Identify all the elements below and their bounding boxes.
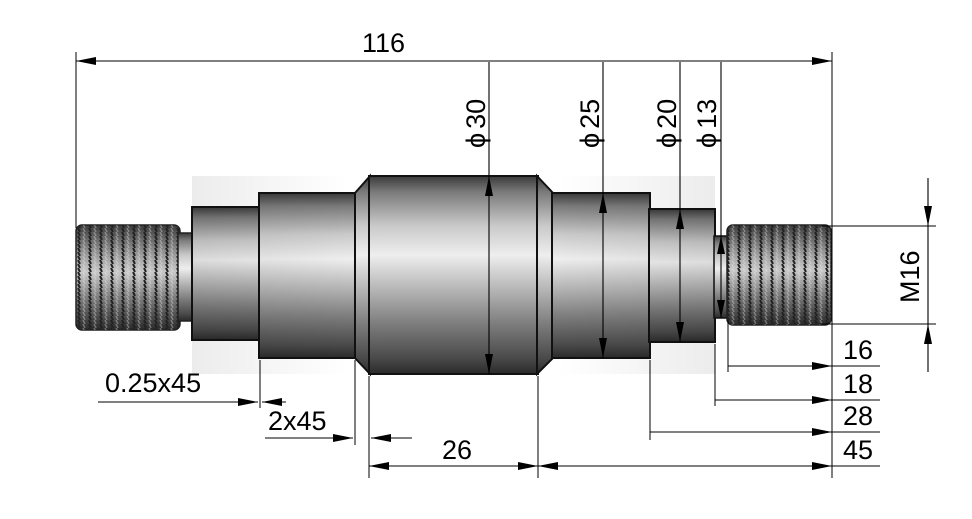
length-26-label: 26 [442,435,472,465]
d30-label: ϕ30 [461,99,491,148]
d25-label: ϕ25 [575,99,605,148]
thread-label: M16 [895,250,925,303]
dim-length-26: 26 [369,435,538,470]
right-length-16: 16 [843,335,873,365]
extension-lines [75,52,936,478]
dim-right-lengths: 16 18 28 45 [538,335,880,470]
dim-chamfer-large: 2x45 [265,406,412,442]
chamfer-small-label: 0.25x45 [105,368,201,398]
d13-label: ϕ13 [692,99,722,148]
dim-d25: ϕ25 [575,62,607,358]
dim-d13: ϕ13 [692,62,725,318]
dim-thread: M16 [895,178,932,372]
right-length-28: 28 [843,401,873,431]
dim-d30: ϕ30 [461,62,493,374]
right-length-45: 45 [843,435,873,465]
dim-overall: 116 [76,28,832,65]
overall-length-label: 116 [362,28,405,58]
right-length-18: 18 [843,369,873,399]
d20-label: ϕ20 [652,99,682,148]
shaft-body [75,173,832,377]
chamfer-large-label: 2x45 [268,406,327,436]
dim-d20: ϕ20 [652,62,684,342]
dim-chamfer-small: 0.25x45 [98,368,286,406]
